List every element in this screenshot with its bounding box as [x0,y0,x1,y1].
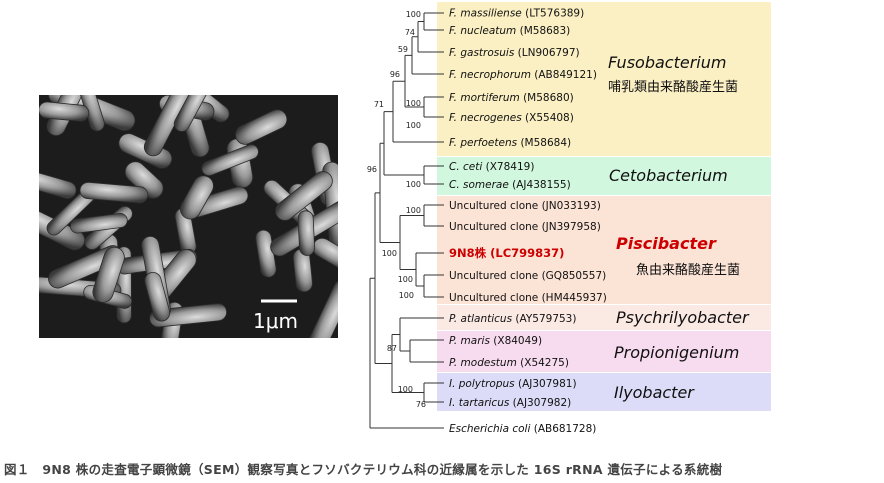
group-name-ilyobacter: Ilyobacter [614,383,695,402]
taxon-label: F. mortiferum (M58680) [449,92,574,104]
bootstrap-value: 59 [398,45,408,54]
taxon-label: P. atlanticus (AY579753) [449,313,576,325]
bacterium-cell [275,171,333,221]
taxon-label: F. necrogenes (X55408) [449,112,574,124]
bootstrap-value: 100 [406,10,421,19]
taxon-label: F. necrophorum (AB849121) [449,69,597,81]
group-name-psychrilyobacter: Psychrilyobacter [616,308,750,327]
bacterium-cell [173,95,212,132]
sem-micrograph: 1μm [39,95,338,338]
bootstrap-value: 100 [406,206,421,215]
bootstrap-value: 87 [387,344,397,353]
group-name-propionigenium: Propionigenium [614,343,739,362]
bootstrap-value: 96 [367,165,377,174]
bootstrap-value: 100 [399,291,414,300]
bacterium-cell [179,175,214,220]
bootstrap-value: 100 [406,180,421,189]
bacterium-cell [144,272,171,322]
bacterium-cell [39,165,77,200]
taxon-label: Escherichia coli (AB681728) [449,423,596,435]
bacterium-cell [69,213,128,234]
bacteria-cells [39,95,338,338]
taxon-label: F. nucleatum (M58683) [449,25,570,37]
group-box-fusobacterium [437,2,771,156]
bootstrap-value: 100 [406,99,421,108]
taxon-label: I. polytropus (AJ307981) [449,378,577,390]
group-box-ilyobacter [437,373,771,411]
taxon-label: Uncultured clone (GQ850557) [449,270,606,282]
taxon-label: C. somerae (AJ438155) [449,179,571,191]
group-subtitle-piscibacter: 魚由来酪酸産生菌 [636,262,740,278]
group-box-psychrilyobacter [437,305,771,330]
bacterium-cell [297,210,316,256]
bacterium-cell [39,200,86,251]
group-name-fusobacterium: Fusobacterium [608,53,726,72]
bacterium-cell [79,181,149,204]
taxon-label: Uncultured clone (HM445937) [449,292,607,304]
group-box-cetobacterium [437,157,771,195]
group-box-piscibacter [437,196,771,304]
taxon-label: C. ceti (X78419) [449,161,534,173]
taxon-label: Uncultured clone (JN397958) [449,221,601,233]
bootstrap-value: 100 [398,385,413,394]
tree-branches [369,12,444,429]
bootstrap-value: 100 [398,275,413,284]
bootstrap-value: 100 [382,249,397,258]
bacterium-cell [92,246,125,303]
bacterium-cell [71,95,105,132]
bootstrap-value: 96 [390,70,400,79]
group-subtitle-fusobacterium: 哺乳類由来酪酸産生菌 [608,79,738,95]
bootstrap-values: 100 74 59 96 71 100 100 96 100 100 100 1… [367,10,426,409]
bootstrap-value: 76 [416,400,426,409]
group-name-piscibacter: Piscibacter [616,234,717,253]
group-name-cetobacterium: Cetobacterium [609,166,728,185]
bacterium-cell [235,109,288,145]
taxon-label: Uncultured clone (JN033193) [449,200,601,212]
bacterium-cell [201,144,259,177]
bootstrap-value: 71 [374,100,384,109]
taxon-label: P. maris (X84049) [449,335,542,347]
figure-caption: 図１ 9N8 株の走査電子顕微鏡（SEM）観察写真とフソバクテリウム科の近縁属を… [4,462,723,477]
scale-label: 1μm [253,309,298,333]
bootstrap-value: 100 [406,121,421,130]
taxon-label: I. tartaricus (AJ307982) [449,397,571,409]
group-box-propionigenium [437,331,771,372]
taxon-label: F. perfoetens (M58684) [449,137,571,149]
taxon-label: P. modestum (X54275) [449,357,569,369]
highlighted-strain-label: 9N8株 (LC799837) [449,246,564,260]
bootstrap-value: 74 [405,28,415,37]
taxon-label: F. gastrosuis (LN906797) [449,47,580,59]
bacterium-cell [39,101,90,122]
taxon-label: F. massiliense (LT576389) [449,8,584,20]
taxon-labels: F. massiliense (LT576389) F. nucleatum (… [449,8,607,436]
bacterium-cell [303,279,338,338]
